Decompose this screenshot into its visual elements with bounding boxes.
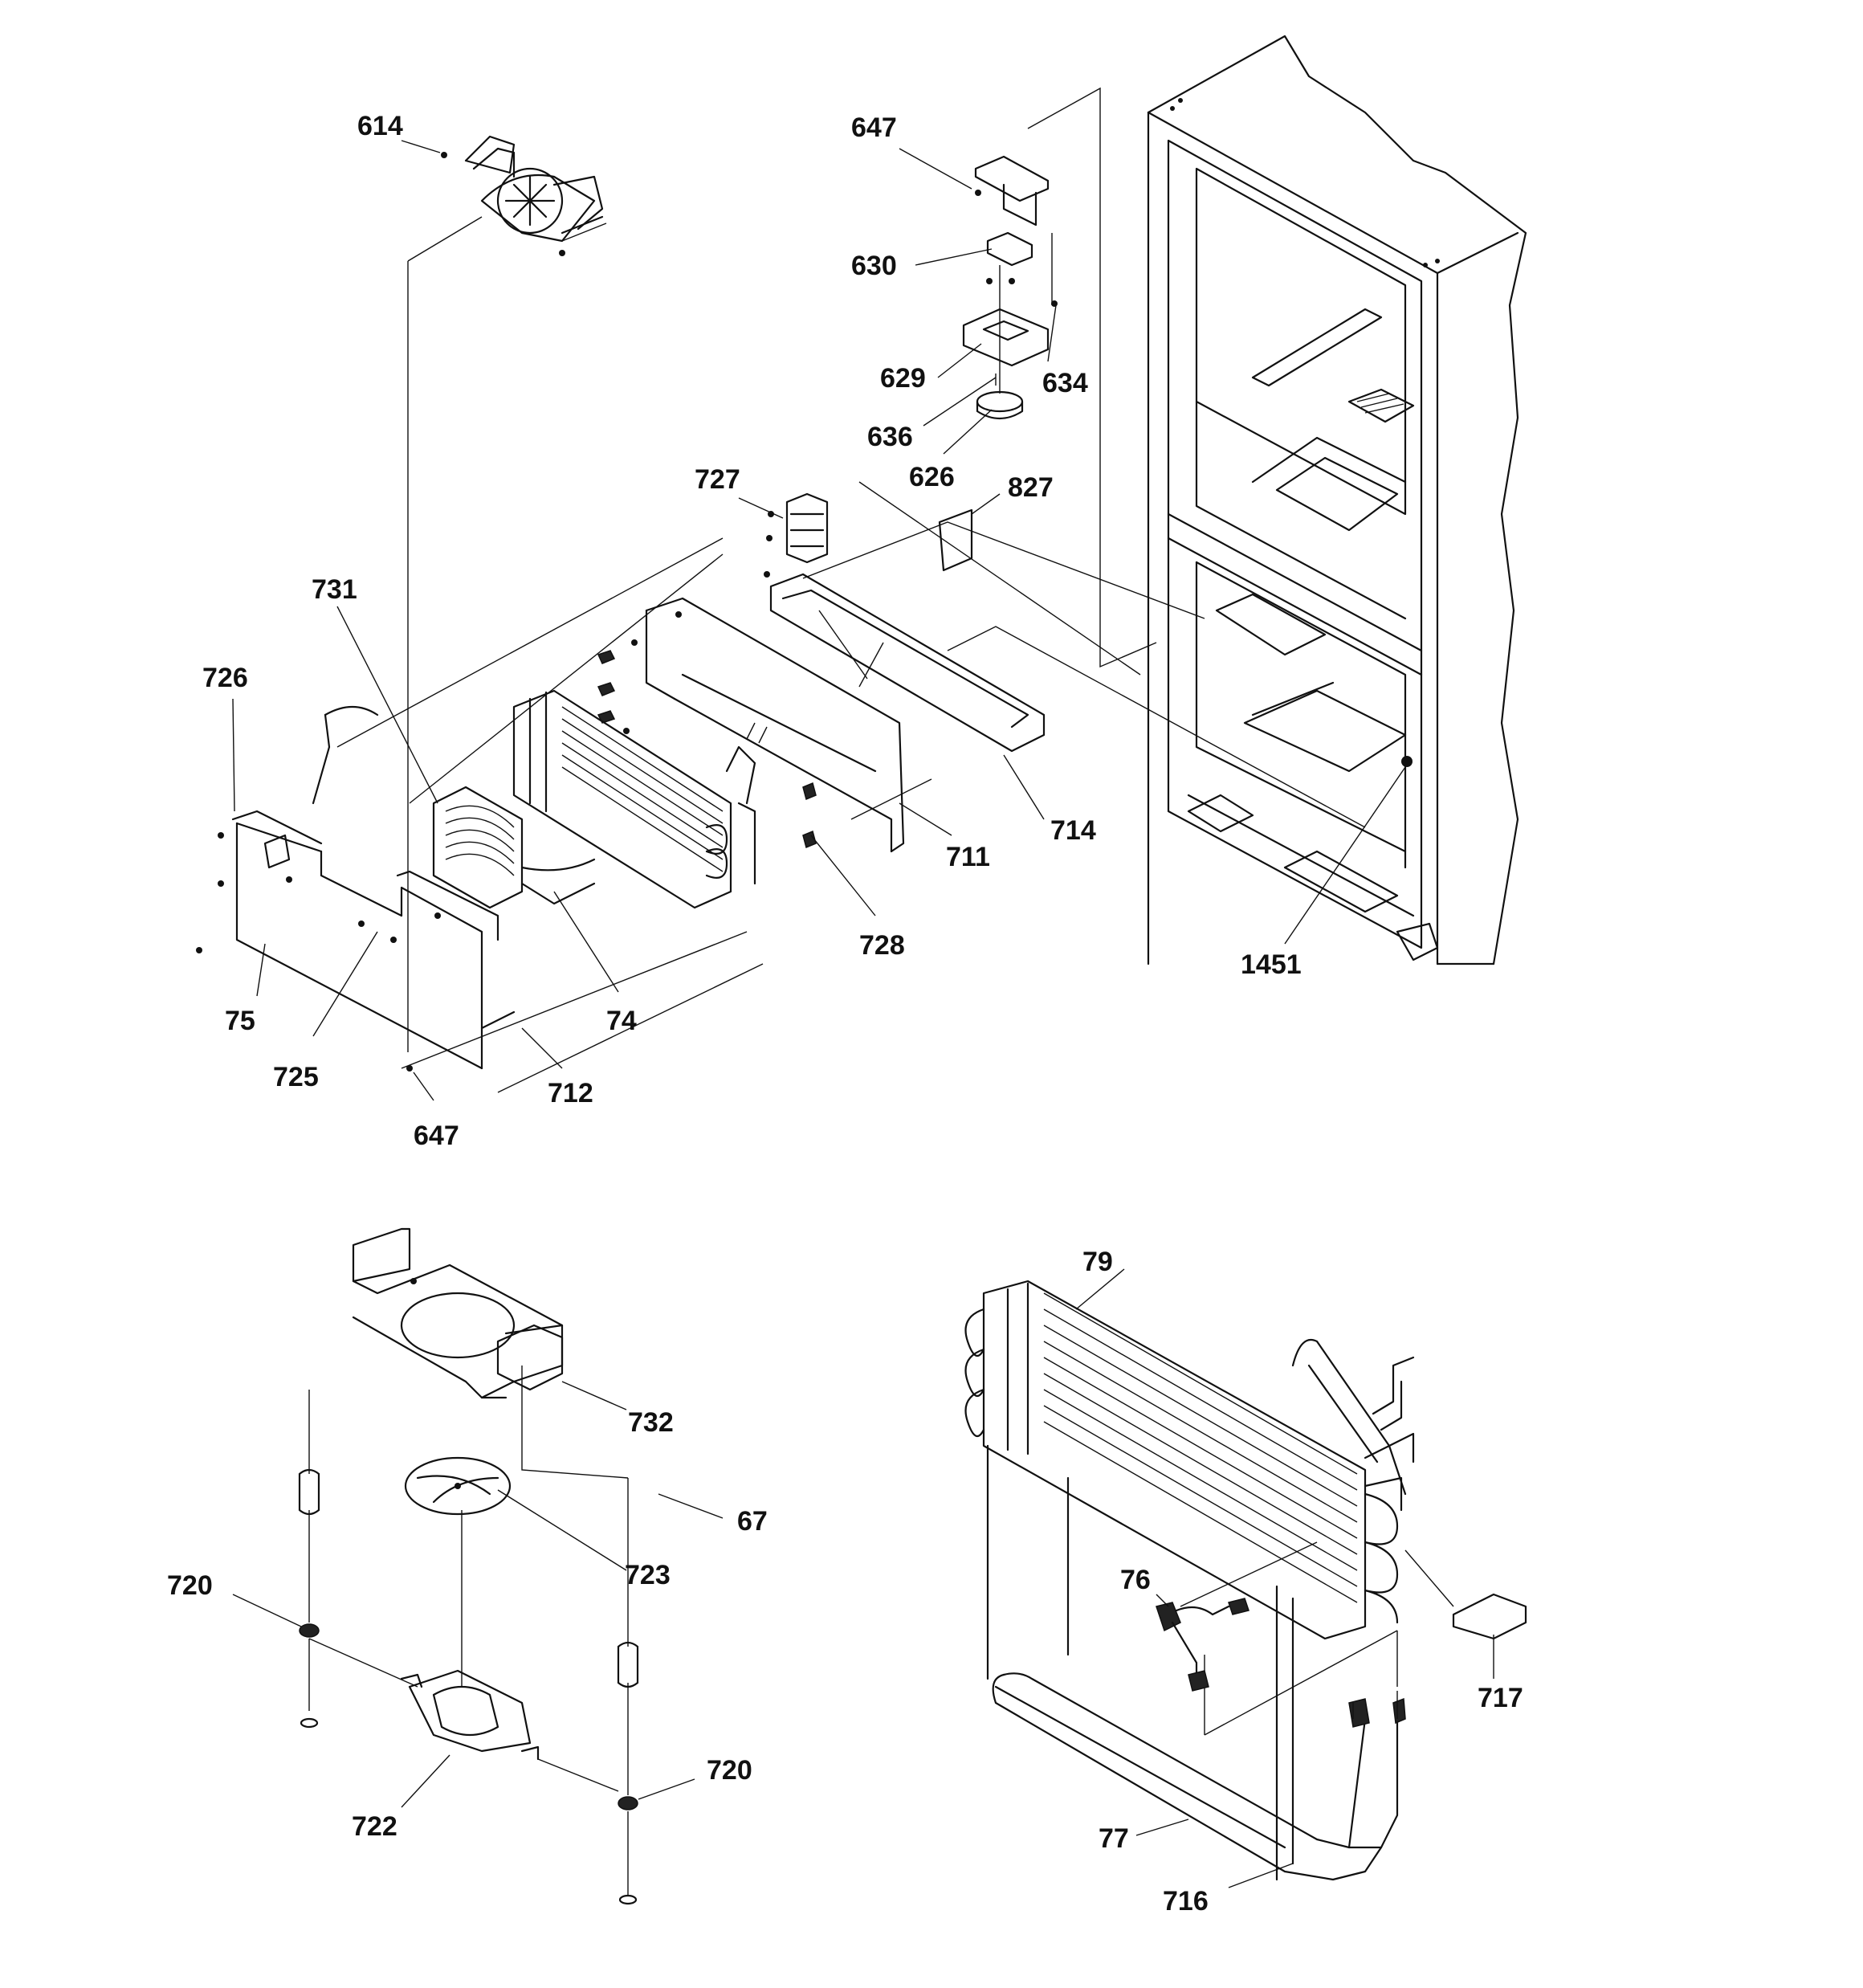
defrost-heater-77 (992, 1630, 1406, 1881)
leader-lines (336, 87, 1366, 1093)
callout-711: 711 (946, 842, 990, 872)
callout-636: 636 (867, 422, 913, 452)
grommets-720 (298, 1365, 639, 1905)
cover-panel-75 (196, 706, 516, 1072)
callout-647-lower: 647 (414, 1121, 459, 1151)
callout-79: 79 (1082, 1247, 1113, 1277)
callout-labels: 614 647 630 629 634 636 626 727 827 731 … (167, 111, 1523, 1917)
fan-blade-723 (404, 1456, 512, 1516)
bracket-727 (764, 492, 829, 578)
callout-722: 722 (352, 1811, 397, 1842)
callout-629: 629 (880, 363, 926, 394)
callout-720-right: 720 (707, 1755, 752, 1786)
fan-bracket-732 (352, 1227, 564, 1399)
callout-74: 74 (606, 1006, 637, 1036)
motor-722 (308, 1510, 619, 1792)
drain-trough-714 (769, 573, 1046, 753)
pad-827 (938, 508, 973, 572)
callout-725: 725 (273, 1062, 319, 1092)
callout-726: 726 (202, 663, 248, 693)
callout-75: 75 (225, 1006, 255, 1036)
callout-731: 731 (312, 574, 357, 605)
cabinet (1147, 35, 1527, 965)
callout-77: 77 (1099, 1823, 1129, 1854)
callout-723: 723 (625, 1560, 671, 1590)
callout-614: 614 (357, 111, 403, 141)
callout-634: 634 (1042, 368, 1088, 398)
callout-626: 626 (909, 462, 955, 492)
housing-711 (597, 597, 905, 853)
fan-motor-assembly-614 (441, 135, 607, 256)
evaporator-79 (964, 1280, 1415, 1881)
callout-630: 630 (851, 251, 897, 281)
callout-67: 67 (737, 1506, 768, 1537)
callout-1451: 1451 (1241, 949, 1302, 980)
callout-717: 717 (1478, 1683, 1523, 1713)
callout-leaders (232, 140, 1494, 1888)
callout-712: 712 (548, 1078, 593, 1108)
callout-732: 732 (628, 1407, 674, 1438)
callout-647: 647 (851, 112, 897, 143)
evaporator-74 (512, 689, 768, 909)
thermostat-76 (1156, 1541, 1318, 1692)
callout-716: 716 (1163, 1886, 1209, 1917)
callout-76: 76 (1120, 1565, 1151, 1595)
callout-720-left: 720 (167, 1570, 213, 1601)
callout-728: 728 (859, 930, 905, 961)
cover-717 (1404, 1549, 1527, 1640)
callout-727: 727 (695, 464, 740, 495)
callout-714: 714 (1050, 815, 1096, 846)
callout-827: 827 (1008, 472, 1054, 503)
shroud-731 (432, 786, 596, 909)
vent-grille (1356, 393, 1404, 414)
damper-assembly (962, 155, 1058, 420)
